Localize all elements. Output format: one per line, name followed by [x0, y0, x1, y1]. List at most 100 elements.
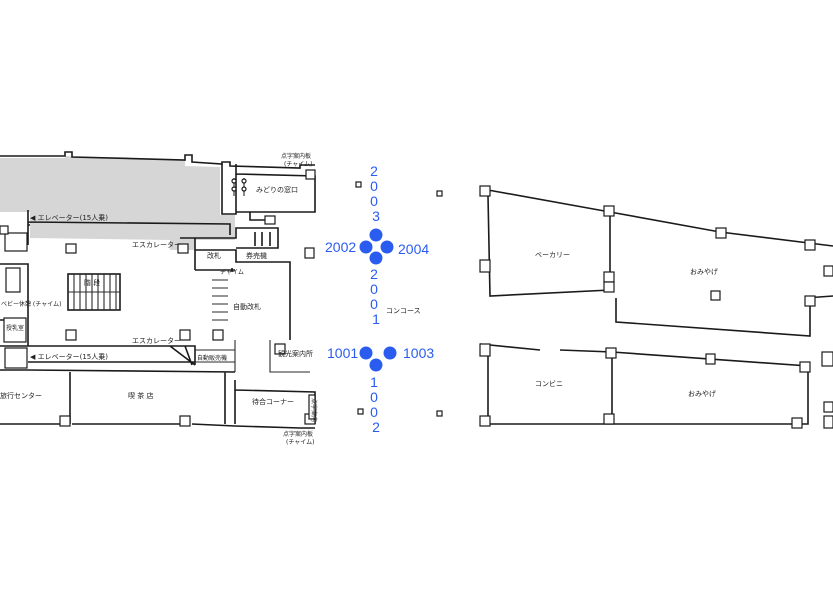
label-kenbaiki: 券売機	[246, 251, 267, 260]
marker-2003-char: 0	[370, 178, 378, 194]
pillar	[264, 215, 276, 225]
marker-2003-char: 0	[370, 193, 378, 209]
pillar	[791, 417, 803, 429]
shaded-area	[0, 156, 235, 250]
marker-1002-char: 0	[370, 404, 378, 420]
marker-2001-char: 2	[370, 266, 378, 282]
pillar	[479, 415, 491, 427]
label-tenji-side: 点字案内	[310, 398, 318, 422]
left-room	[3, 317, 27, 343]
pillar	[804, 295, 816, 307]
elevator-shaft-top	[4, 232, 28, 252]
gate-lines	[212, 279, 228, 321]
outer-wall-top	[0, 151, 315, 169]
pillar	[179, 415, 191, 427]
pillar	[823, 265, 833, 277]
marker-1003-label: 1003	[403, 345, 434, 361]
marker-2001-label: 2 0 0 1	[370, 266, 382, 327]
label-escalator-top: エスカレーター	[132, 240, 181, 249]
pillar	[179, 329, 191, 341]
pillar	[479, 343, 491, 357]
marker-2004-dot[interactable]	[380, 240, 394, 254]
label-jido-hanbaiki: 自動販売機	[197, 354, 227, 362]
pillar	[799, 361, 811, 373]
label-midori: みどりの窓口	[256, 185, 298, 194]
label-jido-kaisatsu: 自動改札	[233, 302, 261, 311]
pillar	[305, 169, 316, 180]
pillar	[823, 415, 833, 429]
label-concourse: コンコース	[386, 307, 421, 315]
label-kissaten: 喫 茶 店	[128, 391, 153, 400]
bakery-shop	[487, 189, 611, 297]
marker-2001-char: 0	[370, 281, 378, 297]
label-escalator-bottom: エスカレーター	[132, 336, 181, 345]
pillar	[603, 271, 615, 283]
pillar	[603, 281, 615, 293]
label-conveni: コンビニ	[535, 379, 563, 388]
midori-fixture-2	[241, 178, 247, 184]
label-elevator-top: ◀ エレベーター(15人乗)	[30, 213, 108, 222]
marker-cluster-1000: 1001 1003 1 0 0 2	[327, 345, 434, 435]
pillar	[710, 290, 721, 301]
elevator-top-wall	[27, 210, 279, 270]
marker-2001-dot[interactable]	[369, 251, 383, 265]
label-tenji-bot-2: (チャイム)	[286, 439, 315, 446]
marker-cluster-2000: 2 0 0 3 2002 2004 2 0 0 1	[325, 163, 429, 327]
label-machiai: 待合コーナー	[252, 397, 294, 406]
pillar	[0, 225, 9, 235]
marker-1001-label: 1001	[327, 345, 358, 361]
label-elevator-bottom: ◀ エレベーター(15人乗)	[30, 352, 108, 361]
label-tenji-top-2: (チャイム)	[284, 161, 313, 168]
label-omiyage-2: おみやげ	[688, 389, 716, 398]
label-kaidan: 階 段	[84, 278, 100, 287]
pillar	[821, 351, 833, 367]
marker-1001-dot[interactable]	[359, 346, 373, 360]
label-bakery: ベーカリー	[535, 251, 570, 259]
marker-1002-dot[interactable]	[369, 358, 383, 372]
marker-2002-label: 2002	[325, 239, 356, 255]
pillar	[603, 413, 615, 425]
outer-wall-bottom	[0, 369, 316, 429]
label-sokkyu: 授乳室	[6, 324, 24, 332]
pillar	[212, 329, 224, 341]
marker-1002-label: 1 0 0 2	[370, 374, 382, 435]
midori-fixture-3	[241, 186, 247, 192]
marker-2004-label: 2004	[398, 241, 429, 257]
pillar	[304, 247, 315, 259]
midori-fixture-4	[231, 186, 237, 192]
marker-2003-label: 2 0 0 3	[370, 163, 382, 224]
elevator-shaft-bottom	[4, 347, 28, 369]
escalator-bottom-wall	[28, 345, 196, 366]
marker-2001-char: 1	[372, 311, 380, 327]
label-kanko-annai: 観光案内所	[278, 349, 313, 358]
label-chime-small: チャイム	[220, 269, 244, 276]
pillar	[177, 243, 189, 254]
pillar	[804, 239, 816, 251]
marker-2002-dot[interactable]	[359, 240, 373, 254]
marker-1002-char: 0	[370, 389, 378, 405]
pillar	[605, 347, 617, 359]
pillar	[479, 185, 491, 197]
ticket-gate-wall	[195, 249, 291, 340]
label-left-small: ベビー休憩 (チャイム)	[1, 300, 61, 308]
marker-1003-dot[interactable]	[383, 346, 397, 360]
vending-lines	[195, 340, 310, 373]
marker-1002-char: 1	[370, 374, 378, 390]
pillar	[705, 353, 716, 365]
marker-2003-char: 3	[372, 208, 380, 224]
marker-2003-dot[interactable]	[369, 228, 383, 242]
label-ryoko-center: 旅行センター	[0, 391, 42, 400]
pillar	[274, 343, 286, 355]
label-tenji-top-1: 点字案内板	[281, 152, 311, 160]
pillar	[479, 259, 491, 273]
pillar	[823, 401, 833, 413]
label-omiyage-1: おみやげ	[690, 267, 718, 276]
concourse-post	[357, 408, 364, 415]
label-kaisatsu: 改札	[207, 251, 221, 260]
tenji-side-box	[308, 394, 316, 420]
marker-2001-char: 0	[370, 296, 378, 312]
pillar	[603, 205, 615, 217]
concourse-post	[436, 410, 443, 417]
